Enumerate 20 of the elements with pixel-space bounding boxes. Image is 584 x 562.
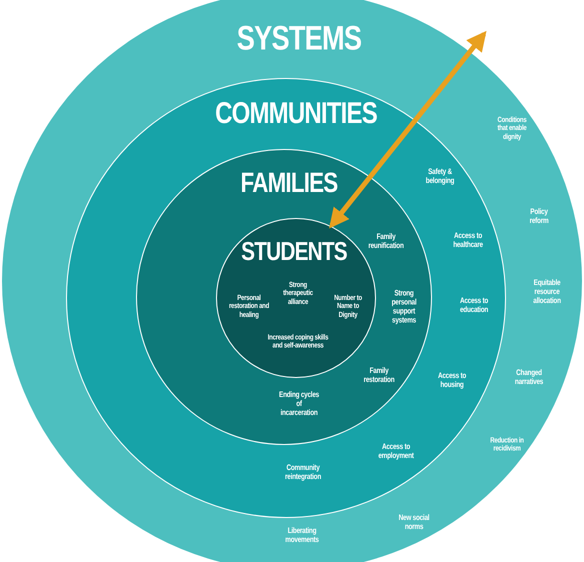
- ring-heading: FAMILIES: [240, 166, 337, 199]
- ring-heading: STUDENTS: [240, 236, 346, 266]
- outcome-text: Community reintegration: [284, 462, 322, 481]
- outcome-text: Strong personal support systems: [390, 288, 418, 325]
- outcome-text: Changed narratives: [513, 367, 544, 386]
- outcome-text: Access to education: [458, 295, 489, 314]
- outcome-text: Liberating movements: [284, 525, 320, 544]
- outcome-text: Access to housing: [436, 370, 467, 389]
- double-arrow: [329, 30, 486, 228]
- outcome-text: Access to healthcare: [452, 230, 484, 249]
- outcome-text: Family restoration: [362, 365, 396, 384]
- ring-heading: COMMUNITIES: [214, 96, 376, 131]
- outcome-text: Policy reform: [528, 206, 550, 225]
- outcome-text: Access to employment: [376, 441, 415, 460]
- outcome-text: Family reunification: [366, 231, 404, 250]
- outcome-text: Ending cycles of incarceration: [278, 390, 318, 418]
- ring-heading: SYSTEMS: [236, 18, 361, 58]
- outcome-text: New social norms: [397, 512, 430, 531]
- outcome-text: Equitable resource allocation: [532, 278, 562, 306]
- outcome-text: Safety & belonging: [424, 166, 455, 185]
